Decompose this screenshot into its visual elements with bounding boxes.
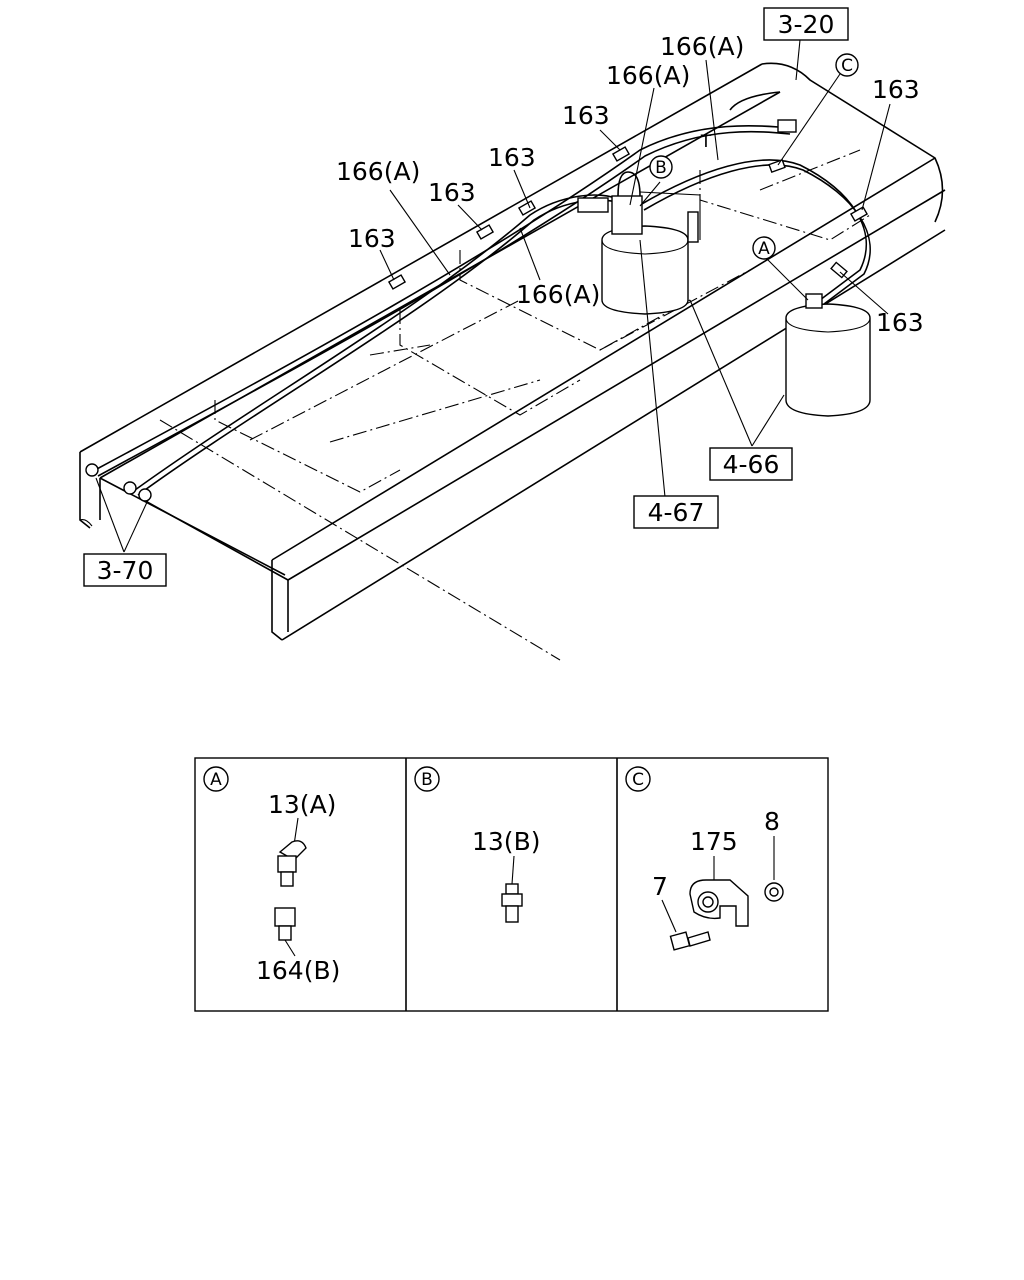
detail-c-part-175: 175 <box>690 827 738 856</box>
detail-b-marker-circle <box>414 766 440 792</box>
leader-lines <box>95 39 891 553</box>
marker-c-circle <box>835 53 859 77</box>
callout-163-6: 163 <box>876 308 924 337</box>
detail-b: B 13(B) <box>414 766 540 923</box>
detail-a: A 13(A) 164(B) <box>203 766 340 985</box>
detail-b-marker: B <box>421 770 433 790</box>
callout-163-2: 163 <box>488 143 536 172</box>
pipe-clips <box>85 119 869 502</box>
chassis-frame <box>79 62 946 661</box>
detail-c: C 8 175 7 <box>625 766 784 951</box>
valve-assembly <box>577 171 699 243</box>
detail-b-part-13b: 13(B) <box>472 827 540 856</box>
air-pipes <box>94 124 871 496</box>
ref-3-70: 3-70 <box>97 556 154 585</box>
callout-166a-1: 166(A) <box>660 32 744 61</box>
ref-4-67: 4-67 <box>648 498 705 527</box>
detail-a-marker: A <box>210 770 222 790</box>
detail-a-marker-circle <box>203 766 229 792</box>
detail-a-part-164b: 164(B) <box>256 956 340 985</box>
marker-c: C <box>841 56 853 76</box>
ref-box-4-66 <box>709 447 793 481</box>
marker-t: T <box>700 132 712 152</box>
ref-box-3-70 <box>83 553 167 587</box>
detail-c-marker: C <box>632 770 644 790</box>
ref-3-20: 3-20 <box>778 10 835 39</box>
air-tank-front <box>785 293 871 417</box>
detail-panels: A 13(A) 164(B) B 13(B) C 8 <box>194 757 829 1012</box>
callout-163-1: 163 <box>562 101 610 130</box>
ref-box-4-67 <box>633 495 719 529</box>
detail-a-part-13a: 13(A) <box>268 790 336 819</box>
marker-a: A <box>758 239 770 259</box>
marker-b: B <box>655 158 667 178</box>
callout-166a-2: 166(A) <box>606 61 690 90</box>
detail-c-part-8: 8 <box>764 807 780 836</box>
callout-labels: 3-20 3-70 4-66 4-67 166(A) 166(A) 166(A)… <box>83 7 924 587</box>
ref-4-66: 4-66 <box>723 450 780 479</box>
marker-b-circle <box>649 155 673 179</box>
air-tank-rear <box>601 225 689 315</box>
callout-166a-3: 166(A) <box>336 157 420 186</box>
callout-166a-4: 166(A) <box>516 280 600 309</box>
callout-163-3: 163 <box>428 178 476 207</box>
callout-163-4: 163 <box>348 224 396 253</box>
marker-a-circle <box>752 236 776 260</box>
ref-box-3-20 <box>763 7 849 41</box>
detail-c-marker-circle <box>625 766 651 792</box>
callout-163-5: 163 <box>872 75 920 104</box>
detail-c-part-7: 7 <box>652 872 668 901</box>
